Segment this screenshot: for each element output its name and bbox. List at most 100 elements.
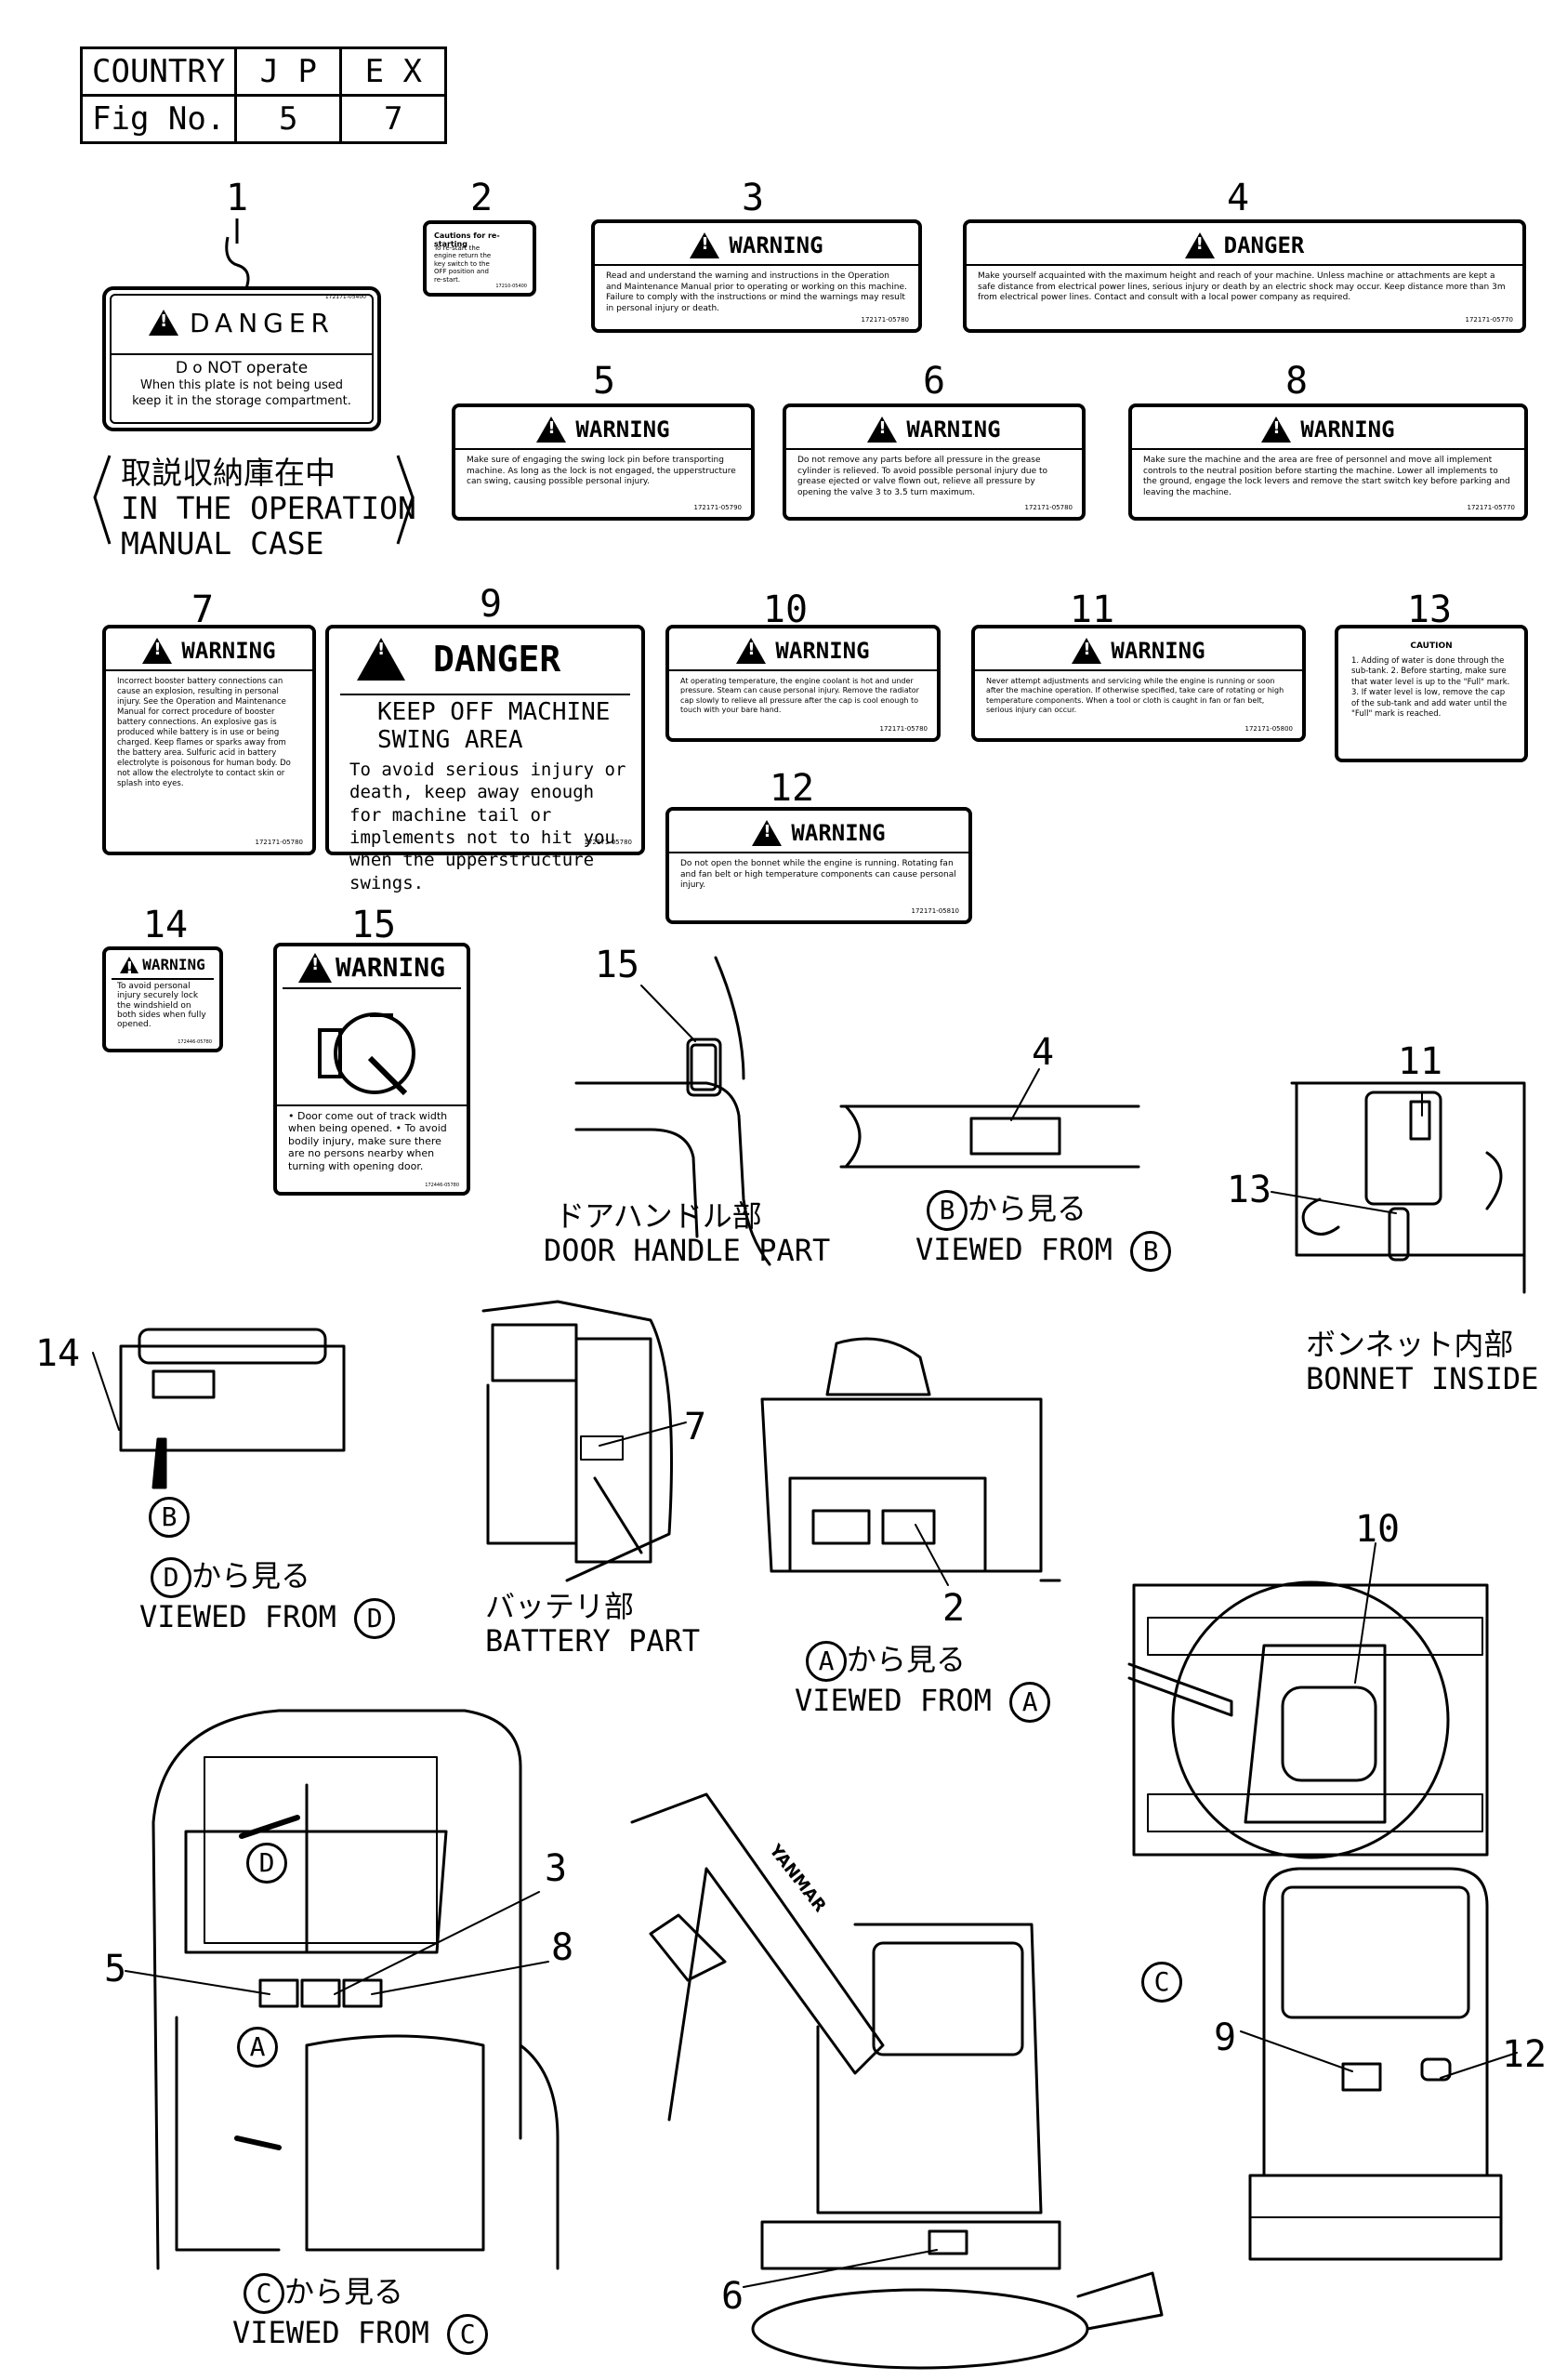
callout-7: 7 xyxy=(191,588,215,631)
decal-15: WARNING • Door come out of track width w… xyxy=(273,943,470,1196)
view-d-drawing xyxy=(92,1328,346,1489)
decal-6: WARNING Do not remove any parts before a… xyxy=(783,403,1086,521)
decal-4: DANGER Make yourself acquainted with the… xyxy=(963,219,1526,333)
decal-6-head: WARNING xyxy=(906,416,1001,443)
warning-triangle-icon xyxy=(297,952,332,983)
door-handle-caption: ドアハンドル部 DOOR HANDLE PART xyxy=(544,1199,830,1268)
warning-triangle-icon xyxy=(1184,232,1215,258)
decal-11: WARNING Never attempt adjustments and se… xyxy=(971,625,1306,742)
decal-1-line2: When this plate is not being used xyxy=(139,378,344,393)
decal-2: Cautions for re-starting To re-start the… xyxy=(423,220,536,297)
callout-1: 1 xyxy=(225,177,249,219)
decal-14-head: WARNING xyxy=(142,956,205,973)
view-b-caption-jp: から見る xyxy=(968,1191,1087,1226)
decal-3-head: WARNING xyxy=(729,232,823,258)
decal-7-code: 172171-05780 xyxy=(255,839,303,846)
excavator-side-drawing xyxy=(630,1792,1164,2370)
decal-9-head: DANGER xyxy=(433,639,561,680)
decal-9-code: 172171-05780 xyxy=(584,839,632,846)
decal-15-body: • Door come out of track width when bein… xyxy=(288,1110,448,1172)
decal-11-code: 172171-05800 xyxy=(1244,725,1293,733)
battery-caption-en: BATTERY PART xyxy=(485,1622,701,1659)
danger-triangle-icon xyxy=(357,638,405,681)
decal-1-caption-en1: IN THE OPERATION xyxy=(121,489,416,526)
view-a-drawing xyxy=(760,1337,1061,1586)
decal-10: WARNING At operating temperature, the en… xyxy=(665,625,941,742)
front-cab-drawing xyxy=(125,1709,560,2270)
callout-14: 14 xyxy=(142,904,189,946)
decal-5-body: Make sure of engaging the swing lock pin… xyxy=(467,456,736,487)
decal-12-code: 172171-05810 xyxy=(911,907,959,915)
decal-10-code: 172171-05780 xyxy=(879,725,928,733)
view-a-letter-icon: A xyxy=(1009,1682,1051,1723)
callout-15: 15 xyxy=(350,904,397,946)
decal-2-code: 17210-05400 xyxy=(495,284,527,289)
decal-4-code: 172171-05770 xyxy=(1465,316,1513,324)
callout-5: 5 xyxy=(592,360,616,403)
view-d-letter-icon: D xyxy=(151,1557,191,1598)
decal-12-body: Do not open the bonnet while the engine … xyxy=(680,859,956,891)
decal-3: WARNING Read and understand the warning … xyxy=(591,219,922,333)
callout-8: 8 xyxy=(1284,360,1309,403)
figure-header-table: COUNTRY J P E X Fig No. 5 7 xyxy=(79,46,448,144)
warning-triangle-icon xyxy=(736,638,767,664)
fig-no-label: Fig No. xyxy=(79,94,238,144)
decal-1-caption: 取説収納庫在中 IN THE OPERATION MANUAL CASE xyxy=(121,456,416,562)
bonnet-caption-en: BONNET INSIDE xyxy=(1306,1360,1539,1396)
decal-14: WARNING To avoid personal injury securel… xyxy=(102,946,223,1052)
callout-4-view-b: 4 xyxy=(1031,1031,1055,1074)
callout-6-side: 6 xyxy=(720,2275,744,2318)
view-a-caption-en: VIEWED FROM xyxy=(795,1683,992,1718)
rear-view-drawing xyxy=(1240,1867,1518,2261)
door-handle-caption-en: DOOR HANDLE PART xyxy=(544,1232,831,1268)
callout-2-view-a: 2 xyxy=(942,1587,966,1630)
decal-12: WARNING Do not open the bonnet while the… xyxy=(665,807,972,924)
decal-1-caption-en2: MANUAL CASE xyxy=(121,524,324,562)
callout-10-top: 10 xyxy=(1354,1508,1401,1551)
decal-3-body: Read and understand the warning and inst… xyxy=(606,271,907,314)
view-c-caption-en: VIEWED FROM xyxy=(232,2315,429,2350)
view-c-letter-icon: C xyxy=(447,2314,489,2355)
bonnet-caption-jp: ボンネット内部 xyxy=(1306,1327,1514,1362)
bonnet-caption: ボンネット内部 BONNET INSIDE xyxy=(1306,1328,1538,1396)
callout-8-cab: 8 xyxy=(550,1926,574,1969)
view-b-letter-icon: B xyxy=(1130,1231,1172,1272)
decal-15-code: 172446-05780 xyxy=(425,1183,459,1188)
decal-14-body: To avoid personal injury securely lock t… xyxy=(117,982,206,1030)
decal-8: WARNING Make sure the machine and the ar… xyxy=(1128,403,1528,521)
view-letter-b-marker: B xyxy=(149,1497,190,1538)
callout-2: 2 xyxy=(469,177,494,219)
battery-caption-jp: バッテリ部 xyxy=(485,1589,635,1624)
decal-1: DANGER D o NOT operate When this plate i… xyxy=(110,294,374,424)
decal-1-line1: D o NOT operate xyxy=(175,359,309,377)
decal-2-head: Cautions for re-starting xyxy=(434,231,500,248)
callout-3: 3 xyxy=(741,177,765,219)
view-letter-d-marker: D xyxy=(246,1843,287,1884)
country-ex: E X xyxy=(339,46,448,97)
decal-6-code: 172171-05780 xyxy=(1024,504,1073,511)
callout-9-rear: 9 xyxy=(1213,2016,1237,2059)
decal-6-body: Do not remove any parts before all press… xyxy=(797,456,1048,498)
view-b-caption-en: VIEWED FROM xyxy=(915,1232,1113,1267)
callout-11: 11 xyxy=(1069,588,1115,631)
decal-5: WARNING Make sure of engaging the swing … xyxy=(452,403,755,521)
decal-4-head: DANGER xyxy=(1223,232,1305,258)
callout-5-cab: 5 xyxy=(103,1948,127,1990)
decal-1-head: DANGER xyxy=(189,307,335,338)
battery-part-drawing xyxy=(481,1300,687,1582)
warning-triangle-icon xyxy=(1072,638,1102,664)
warning-triangle-icon xyxy=(120,956,139,977)
decal-7: WARNING Incorrect booster battery connec… xyxy=(102,625,316,855)
decal-10-head: WARNING xyxy=(775,638,870,664)
decal-7-head: WARNING xyxy=(181,638,276,664)
decal-12-head: WARNING xyxy=(791,820,886,846)
decal-11-head: WARNING xyxy=(1111,638,1205,664)
view-d-caption-en: VIEWED FROM xyxy=(139,1599,336,1634)
callout-13-bonnet: 13 xyxy=(1226,1169,1272,1211)
view-b-drawing xyxy=(839,1068,1140,1169)
